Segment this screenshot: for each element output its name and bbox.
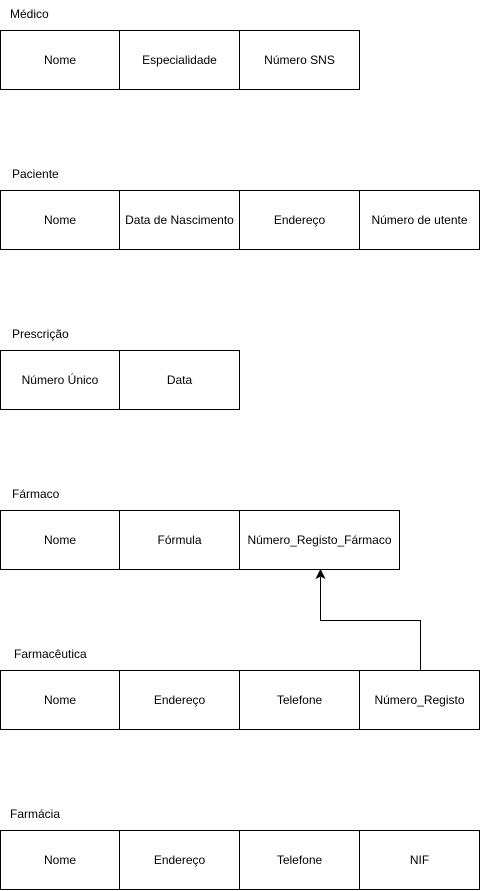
attribute-cell[interactable]: Telefone — [240, 670, 360, 730]
attribute-cell[interactable]: Número Único — [0, 350, 120, 410]
entity-table-farmacia: Nome Endereço Telefone NIF — [0, 830, 480, 890]
entity-title-prescricao: Prescrição — [12, 327, 69, 341]
attribute-cell[interactable]: Data de Nascimento — [120, 190, 240, 250]
attribute-cell[interactable]: Endereço — [120, 670, 240, 730]
attribute-cell[interactable]: Especialidade — [120, 30, 240, 90]
attribute-cell[interactable]: Endereço — [240, 190, 360, 250]
attribute-cell[interactable]: Nome — [0, 30, 120, 90]
entity-table-paciente: Nome Data de Nascimento Endereço Número … — [0, 190, 480, 250]
attribute-cell[interactable]: Número_Registo — [360, 670, 480, 730]
entity-table-farmaceutica: Nome Endereço Telefone Número_Registo — [0, 670, 480, 730]
attribute-cell[interactable]: Nome — [0, 510, 120, 570]
attribute-cell[interactable]: Fórmula — [120, 510, 240, 570]
entity-table-medico: Nome Especialidade Número SNS — [0, 30, 360, 90]
entity-table-farmaco: Nome Fórmula Número_Registo_Fármaco — [0, 510, 400, 570]
attribute-cell[interactable]: Telefone — [240, 830, 360, 890]
attribute-cell[interactable]: Data — [120, 350, 240, 410]
entity-title-farmaceutica: Farmacêutica — [14, 647, 87, 661]
entity-title-farmacia: Farmácia — [10, 807, 61, 821]
entity-table-prescricao: Número Único Data — [0, 350, 240, 410]
relationship-connector[interactable] — [320, 577, 421, 670]
attribute-cell[interactable]: NIF — [360, 830, 480, 890]
arrowhead-icon — [315, 568, 326, 580]
attribute-cell[interactable]: Endereço — [120, 830, 240, 890]
attribute-cell[interactable]: Nome — [0, 670, 120, 730]
attribute-cell[interactable]: Número SNS — [240, 30, 360, 90]
entity-title-farmaco: Fármaco — [12, 487, 60, 501]
attribute-cell[interactable]: Nome — [0, 190, 120, 250]
attribute-cell[interactable]: Número de utente — [360, 190, 480, 250]
entity-title-paciente: Paciente — [12, 167, 59, 181]
attribute-cell[interactable]: Nome — [0, 830, 120, 890]
entity-title-medico: Médico — [10, 7, 49, 21]
attribute-cell[interactable]: Número_Registo_Fármaco — [240, 510, 400, 570]
